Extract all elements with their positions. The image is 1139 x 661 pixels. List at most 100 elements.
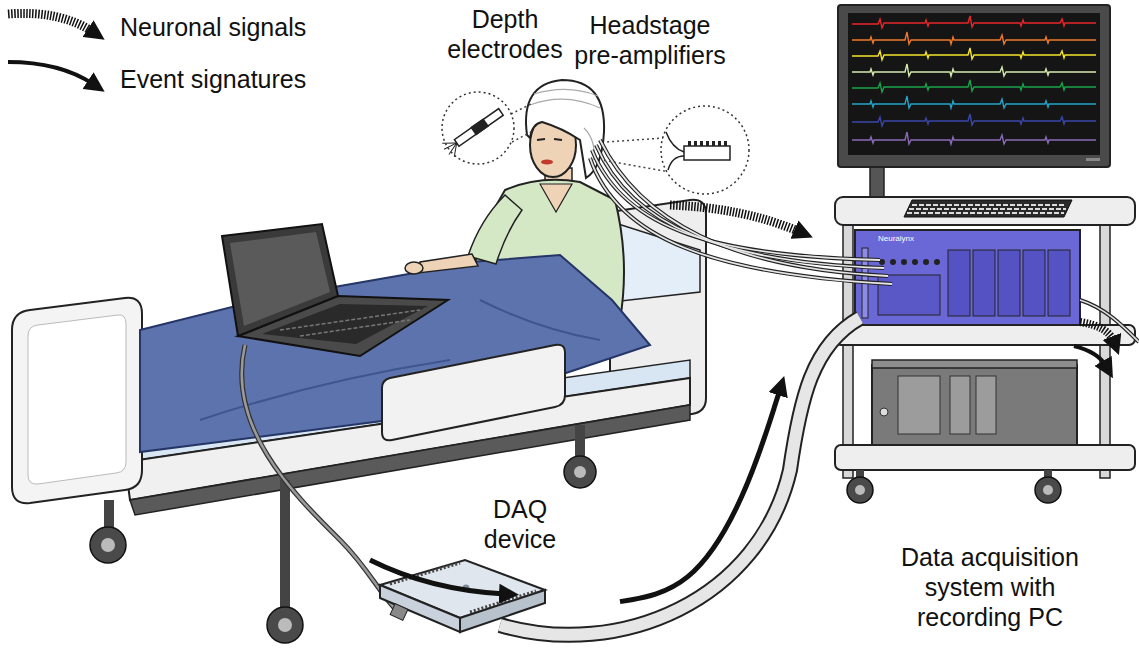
equipment-cart <box>1043 485 1053 495</box>
blanket <box>140 255 650 452</box>
hospital-bed <box>564 456 596 488</box>
monitor <box>848 13 1100 155</box>
monitor <box>852 114 1096 126</box>
hospital-bed <box>278 618 292 632</box>
laptop <box>280 310 420 330</box>
equipment-cart <box>904 200 1072 217</box>
daq-device <box>390 604 408 621</box>
patient-head <box>537 139 545 140</box>
hospital-bed <box>28 315 126 484</box>
callout-circle <box>454 109 503 147</box>
callout-circle <box>441 105 507 159</box>
legend-icon <box>8 13 93 84</box>
recording-pc <box>976 376 996 434</box>
callout-circle <box>668 156 684 170</box>
callout-circle <box>694 141 697 146</box>
patient-head <box>530 99 600 108</box>
callout-heading: Headstage pre-amplifiers <box>565 8 735 74</box>
recording-pc <box>872 360 1077 368</box>
daq-cable <box>500 318 860 635</box>
callout-circle <box>666 132 684 152</box>
acquisition-system <box>923 259 929 265</box>
callout-circle <box>724 141 727 146</box>
monitor <box>838 5 1110 167</box>
monitor <box>852 16 1096 144</box>
monitor <box>852 96 1096 108</box>
callout-circle <box>602 106 749 194</box>
callout-circle <box>700 141 703 146</box>
recording-pc <box>880 408 888 416</box>
patient-head <box>541 160 553 165</box>
callout-circle <box>442 136 456 149</box>
acquisition-system <box>973 250 995 316</box>
monitor <box>852 64 1096 76</box>
hospital-bed <box>104 500 114 530</box>
acquisition-system <box>998 250 1020 316</box>
callout-circle <box>606 138 664 142</box>
equipment-cart <box>912 204 1066 206</box>
hospital-bed <box>267 607 303 643</box>
acquisition-system <box>879 259 940 265</box>
node-label: Headstage pre-amplifiers <box>569 10 731 70</box>
signal-arrow <box>370 205 1114 594</box>
laptop <box>242 345 400 614</box>
acquisition-system <box>1023 250 1045 316</box>
hospital-bed <box>12 298 142 503</box>
callout-circle <box>661 106 749 194</box>
legend-text: Event signatures <box>120 64 306 94</box>
signal-arrow <box>370 560 505 594</box>
callout-circle <box>441 92 531 164</box>
equipment-cart <box>1035 477 1061 503</box>
acquisition-system <box>1048 250 1070 316</box>
signal-arrow <box>1080 322 1114 342</box>
acquisition-system <box>1080 300 1139 342</box>
signal-connector <box>620 389 780 601</box>
recording-pc <box>872 365 1077 445</box>
recording-pc <box>872 360 1077 445</box>
equipment-cart <box>1100 222 1110 478</box>
monitor <box>852 132 1096 144</box>
laptop <box>300 320 410 336</box>
node-label: DAQ device <box>470 494 570 554</box>
callout-circle <box>684 146 730 160</box>
equipment-cart <box>855 485 865 495</box>
device-node: DAQ device <box>370 490 620 645</box>
hospital-bed <box>101 538 115 552</box>
signal-arrow <box>1074 346 1106 366</box>
equipment-cart <box>835 325 1135 345</box>
hospital-bed <box>90 527 126 563</box>
blanket <box>480 300 600 340</box>
acquisition-system <box>934 259 940 265</box>
hospital-bed <box>280 480 290 610</box>
daq-cable <box>500 318 860 635</box>
daq-device <box>380 560 545 632</box>
callout-heading: Depth electrodes <box>440 2 572 68</box>
callout-circle <box>470 118 489 135</box>
callout-circle <box>718 141 721 146</box>
equipment-cart <box>909 208 1066 210</box>
monitor <box>870 165 884 199</box>
node-label: Depth electrodes <box>442 4 568 64</box>
callout-circle <box>688 141 727 146</box>
system-node: Data acquisition system with recording P… <box>780 180 1135 656</box>
laptop <box>242 345 400 614</box>
blanket <box>140 255 650 452</box>
legend-icon <box>8 13 93 32</box>
acquisition-system <box>901 259 907 265</box>
daq-device <box>380 585 460 632</box>
patient-arm <box>468 195 522 264</box>
equipment-cart <box>835 197 1135 503</box>
acquisition-system <box>855 230 1139 342</box>
monitor <box>1086 158 1100 161</box>
callout-circle <box>602 160 670 172</box>
monitor <box>852 80 1096 92</box>
acquisition-system <box>948 250 970 316</box>
node-label: Data acquisition system with recording P… <box>870 542 1110 632</box>
daq-cable <box>500 318 860 635</box>
equipment-cart <box>835 445 1135 470</box>
recording-pc <box>950 376 970 434</box>
laptop <box>230 232 330 326</box>
callout-circle <box>706 141 709 146</box>
equipment-cart <box>835 197 1135 225</box>
